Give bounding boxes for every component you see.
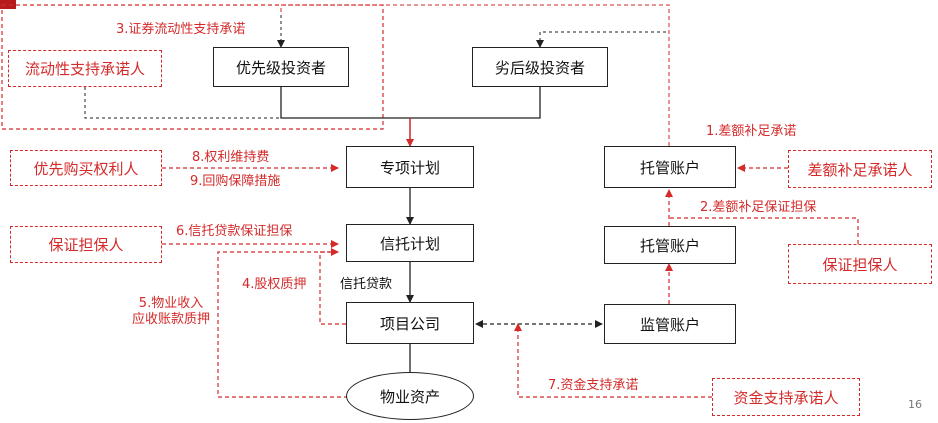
label-3-liquidity: 3.证券流动性支持承诺 <box>116 22 246 37</box>
junior-investor-label: 劣后级投资者 <box>494 58 585 77</box>
label-9-repurchase: 9.回购保障措施 <box>190 174 281 189</box>
label-8-fee: 8.权利维持费 <box>192 150 270 165</box>
custody-account-mid-label: 托管账户 <box>639 236 700 255</box>
fund-support-promisor-label: 资金支持承诺人 <box>733 388 839 407</box>
label-4-equity-pledge: 4.股权质押 <box>242 277 307 292</box>
node-junior-investor: 劣后级投资者 <box>472 47 608 87</box>
line-custody-to-junior <box>280 4 670 146</box>
label-5-line2: 应收账款质押 <box>131 312 210 327</box>
line-3-liquidity <box>84 87 358 119</box>
label-trust-loan: 信托贷款 <box>340 277 393 292</box>
label-5-income-pledge: 5.物业收入 应收账款质押 <box>116 296 226 328</box>
guarantor-left-label: 保证担保人 <box>48 236 124 254</box>
property-asset-label: 物业资产 <box>379 387 440 406</box>
node-trust-plan: 信托计划 <box>346 224 474 262</box>
priority-investor-label: 优先级投资者 <box>235 58 326 77</box>
label-7-fund-support: 7.资金支持承诺 <box>548 378 639 393</box>
page-number: 16 <box>908 398 922 411</box>
line-2 <box>669 217 859 244</box>
liquidity-provider-label: 流动性支持承诺人 <box>24 60 145 78</box>
guarantor-right-label: 保证担保人 <box>822 255 898 274</box>
liquidity-enclosure <box>1 4 384 130</box>
shortfall-promisor-label: 差额补足承诺人 <box>807 160 913 179</box>
node-property-asset: 物业资产 <box>346 372 474 420</box>
party-shortfall-promisor: 差额补足承诺人 <box>788 150 932 188</box>
node-supervision-account: 监管账户 <box>604 304 736 344</box>
special-plan-label: 专项计划 <box>379 158 440 177</box>
label-5-line1: 5.物业收入 <box>138 296 204 311</box>
custody-account-top-label: 托管账户 <box>639 158 700 177</box>
node-priority-investor: 优先级投资者 <box>213 47 349 87</box>
project-company-label: 项目公司 <box>379 314 440 333</box>
line-7 <box>514 323 712 398</box>
node-project-company: 项目公司 <box>346 302 474 344</box>
line-5 <box>217 251 348 398</box>
node-special-plan: 专项计划 <box>346 146 474 188</box>
node-custody-account-top: 托管账户 <box>604 146 736 188</box>
party-liquidity-provider: 流动性支持承诺人 <box>8 50 162 87</box>
line-investors-to-plan <box>280 87 541 119</box>
priority-buyer-label: 优先购买权利人 <box>33 159 139 178</box>
label-1-shortfall: 1.差额补足承诺 <box>706 124 797 139</box>
label-2-shortfall-guarantee: 2.差额补足保证担保 <box>700 200 817 215</box>
party-fund-support-promisor: 资金支持承诺人 <box>712 378 860 416</box>
node-custody-account-mid: 托管账户 <box>604 226 736 264</box>
corner-mark <box>0 0 16 9</box>
label-6-guarantee: 6.信托贷款保证担保 <box>176 224 293 239</box>
supervision-account-label: 监管账户 <box>639 315 700 334</box>
party-guarantor-right: 保证担保人 <box>788 244 932 284</box>
party-priority-buyer: 优先购买权利人 <box>10 150 162 186</box>
trust-plan-label: 信托计划 <box>379 234 440 253</box>
party-guarantor-left: 保证担保人 <box>10 226 162 263</box>
